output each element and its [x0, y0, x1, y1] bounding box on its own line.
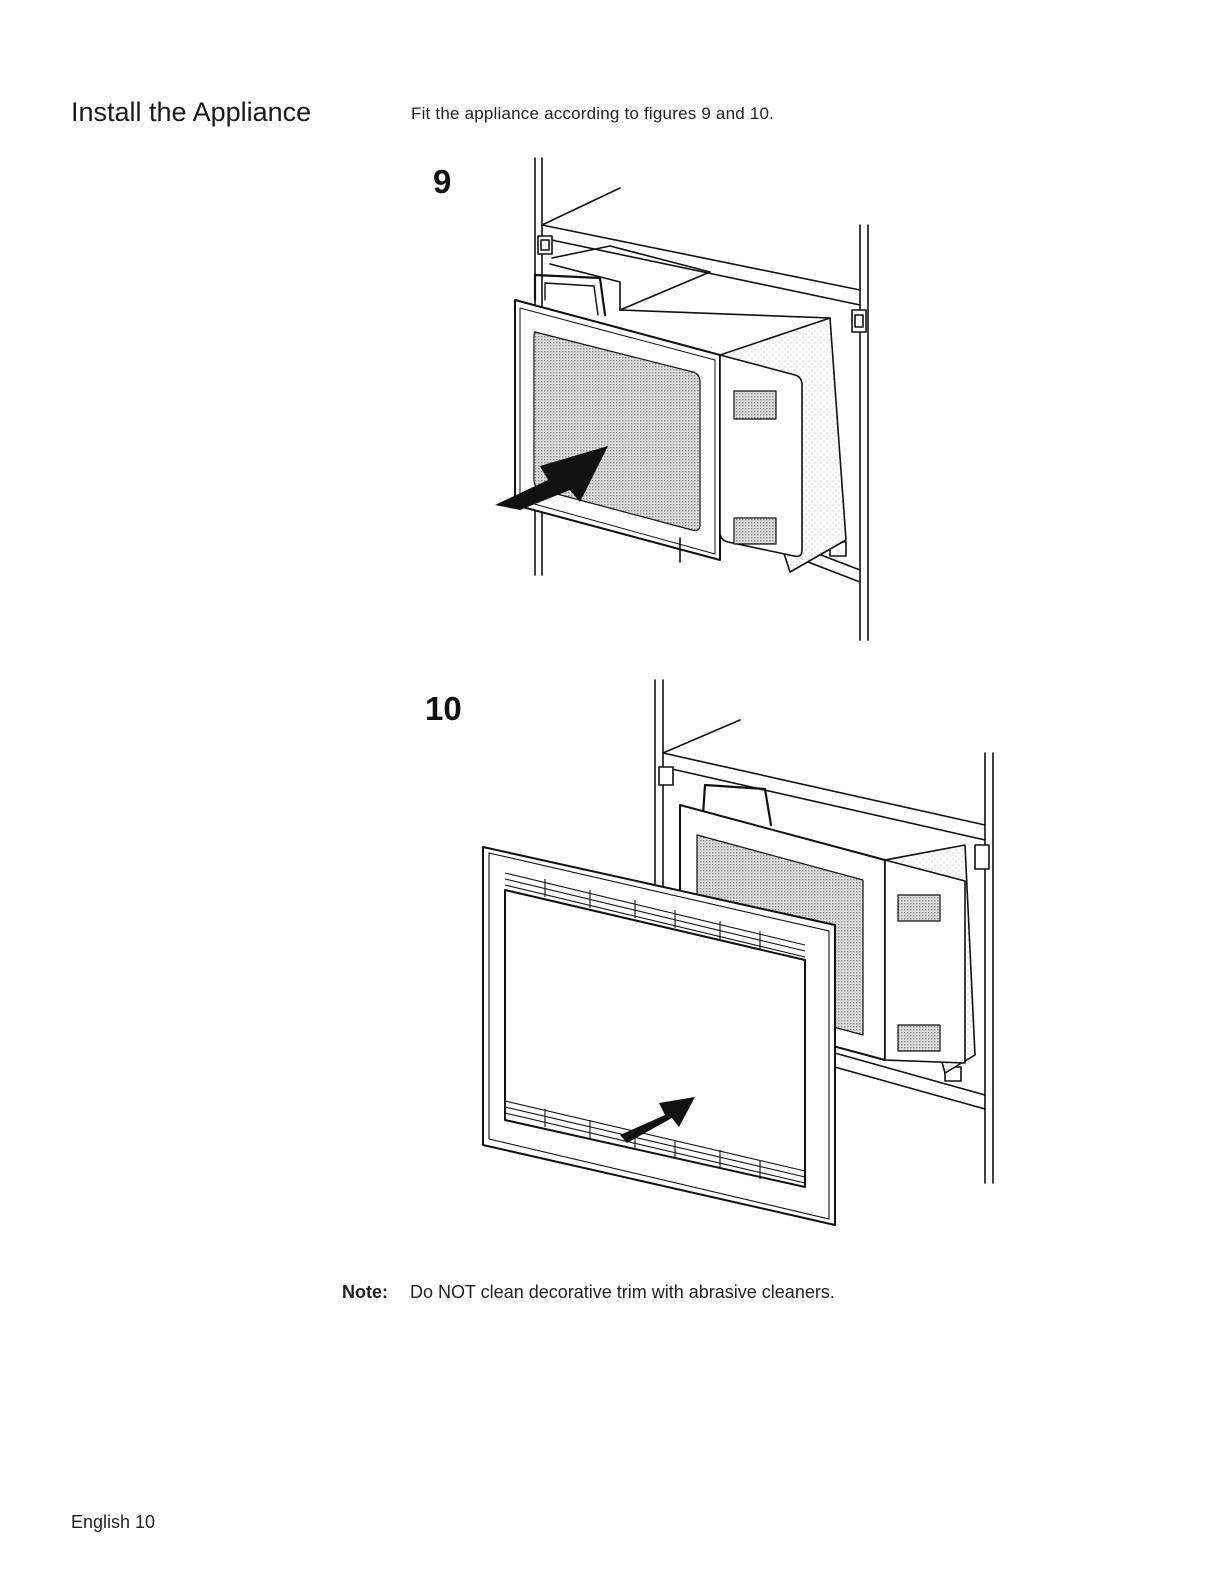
figure-9-number: 9 — [433, 163, 451, 201]
figure-10-illustration — [475, 675, 995, 1235]
note: Note:Do NOT clean decorative trim with a… — [342, 1282, 835, 1303]
figure-10-number: 10 — [425, 690, 462, 728]
note-label: Note: — [342, 1282, 410, 1303]
note-text: Do NOT clean decorative trim with abrasi… — [410, 1282, 835, 1302]
figure-9-illustration — [490, 150, 890, 650]
intro-text: Fit the appliance according to figures 9… — [411, 104, 774, 124]
page-footer: English 10 — [71, 1512, 155, 1533]
section-title: Install the Appliance — [71, 98, 311, 128]
